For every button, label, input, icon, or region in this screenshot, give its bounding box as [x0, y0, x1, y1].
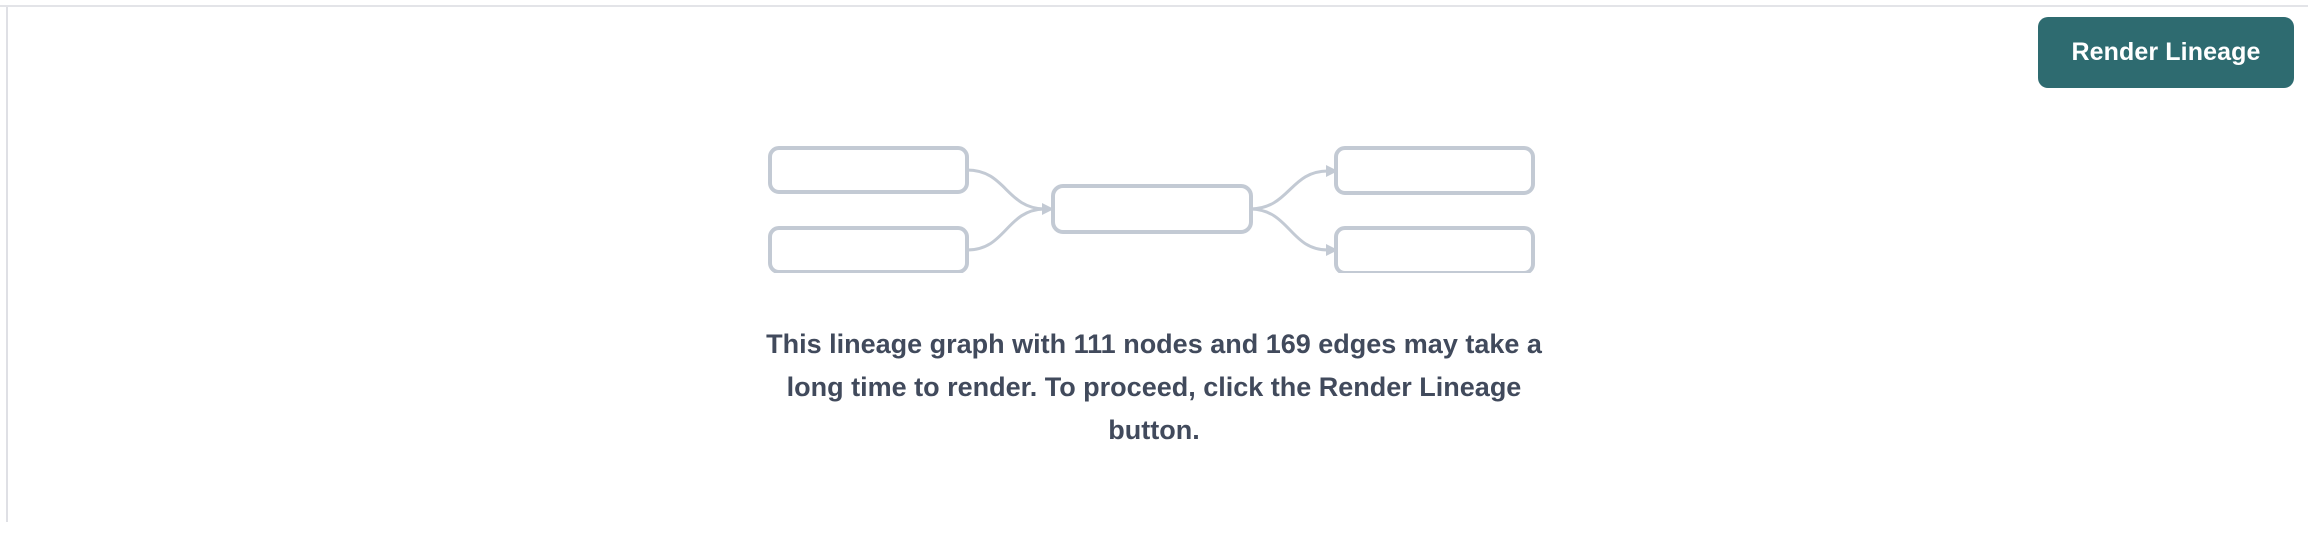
placeholder-edge-arrowhead-1 — [1042, 203, 1054, 215]
placeholder-node-upstream-1 — [768, 146, 969, 194]
placeholder-node-focus — [1051, 184, 1253, 234]
placeholder-node-downstream-2 — [1334, 226, 1535, 273]
placeholder-edge-focus-to-downstream-2 — [1250, 207, 1329, 252]
empty-state-message: This lineage graph with 111 nodes and 16… — [766, 329, 1542, 445]
panel-left-divider — [6, 7, 8, 522]
placeholder-edge-arrowhead-4 — [1326, 244, 1338, 256]
placeholder-edge-upstream-1-to-focus — [966, 168, 1045, 211]
render-lineage-button[interactable]: Render Lineage — [2038, 17, 2294, 88]
placeholder-edge-focus-to-downstream-1 — [1250, 169, 1329, 211]
placeholder-node-upstream-2 — [768, 226, 969, 273]
placeholder-edge-arrowhead-3 — [1326, 165, 1338, 177]
placeholder-node-downstream-1 — [1334, 146, 1535, 195]
panel-top-divider — [0, 5, 2308, 7]
placeholder-edge-upstream-2-to-focus — [966, 207, 1045, 252]
lineage-graph-placeholder-illustration — [768, 146, 1535, 273]
